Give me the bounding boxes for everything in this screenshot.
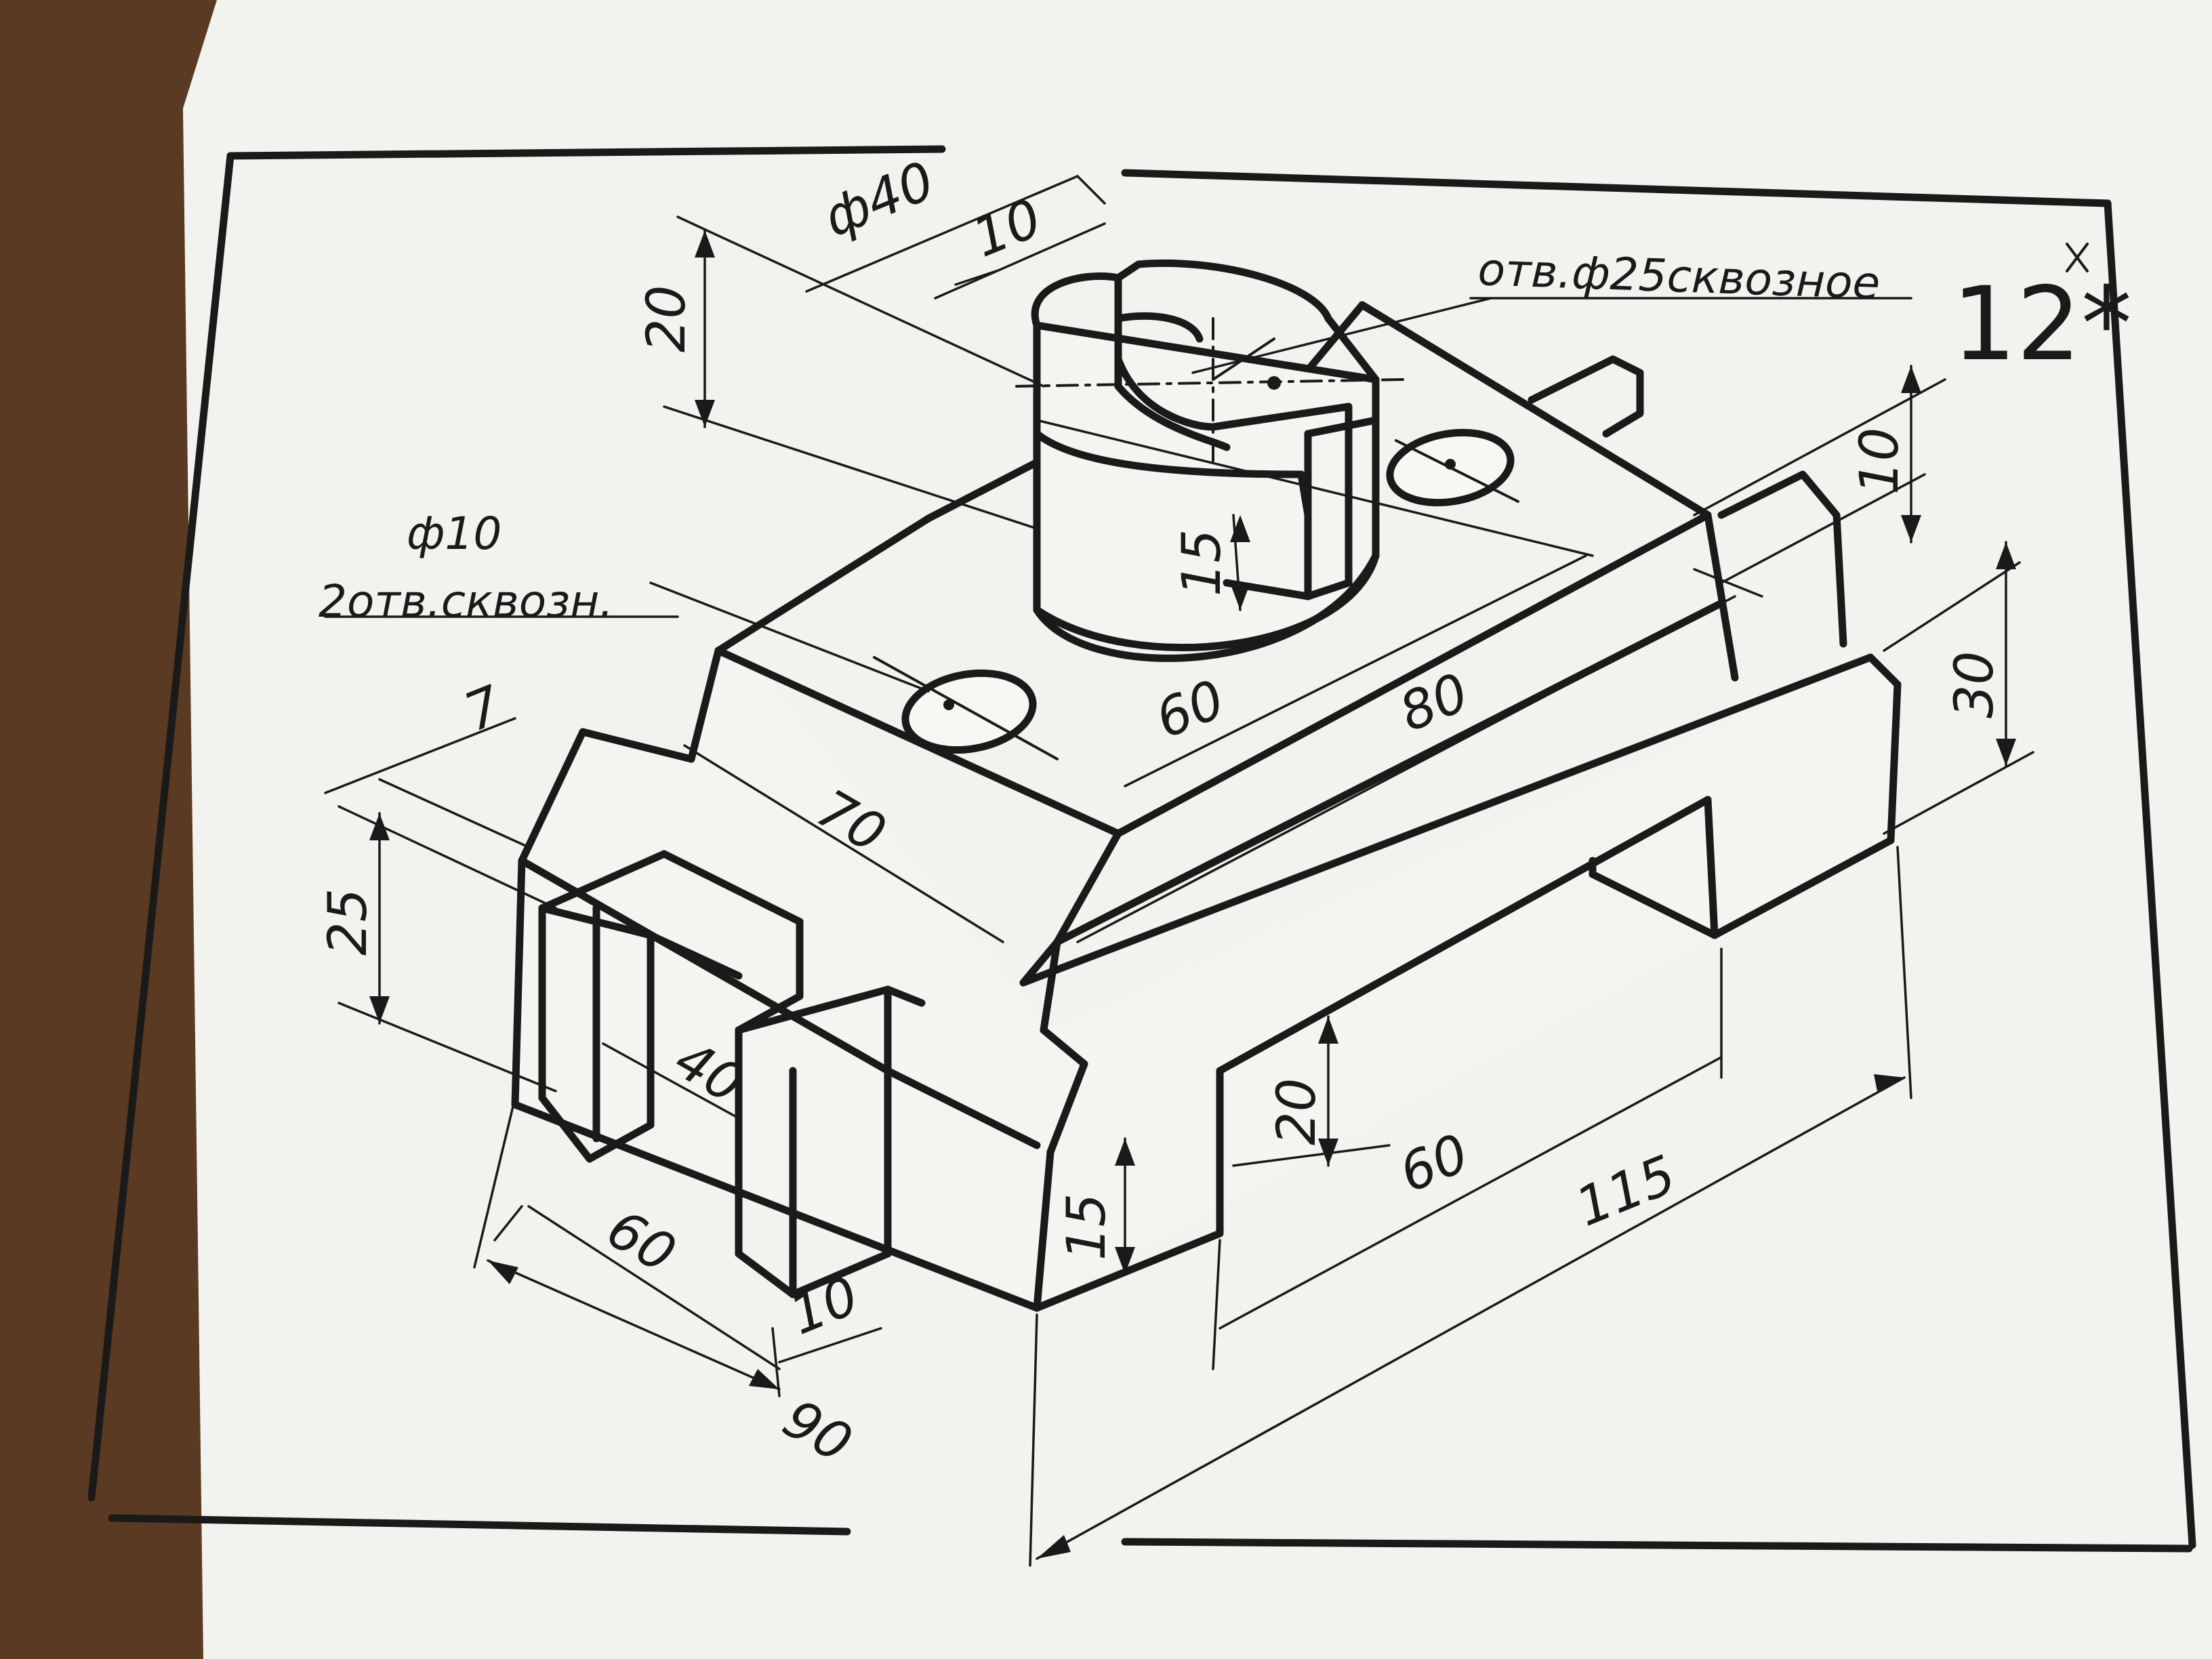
dim-20-top: 20: [636, 285, 697, 352]
sheet-frame: [87, 145, 2196, 1553]
dim-10-right: 10: [1849, 428, 1910, 495]
part-body: [511, 259, 1902, 1312]
dim-30-right: 30: [1944, 651, 2005, 718]
dim-25: 25: [318, 888, 379, 956]
arrowheads: [369, 230, 2016, 1559]
sheet-number: 12*: [1952, 266, 2132, 384]
bore-center: [1267, 376, 1281, 390]
holes-note-line2: 2отв.сквозн.: [319, 575, 613, 628]
sheet-number-mark: [2066, 243, 2089, 272]
dim-15-slot: 15: [1172, 529, 1233, 596]
dim-20-front: 20: [1267, 1078, 1328, 1145]
dim-15-front: 15: [1057, 1193, 1118, 1261]
dimension-lines: [324, 175, 2034, 1567]
holes-note-line1: ф10: [407, 508, 501, 560]
